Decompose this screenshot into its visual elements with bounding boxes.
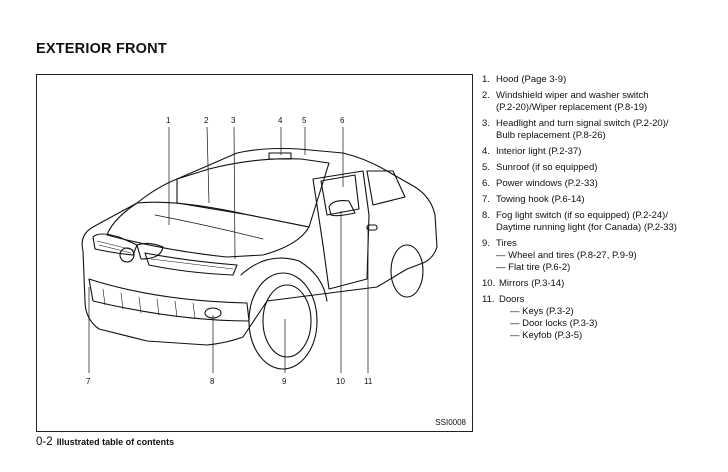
list-item: 2. Windshield wiper and washer switch(P.2… bbox=[482, 90, 722, 114]
item-text: Sunroof (if so equipped) bbox=[496, 162, 598, 173]
item-number: 5. bbox=[482, 162, 490, 173]
callout-3: 3 bbox=[231, 116, 236, 125]
item-text: Hood (Page 3-9) bbox=[496, 74, 567, 85]
item-text-continued: Bulb replacement (P.8-26) bbox=[496, 130, 606, 141]
rear-side-window bbox=[366, 170, 406, 206]
list-item: 6. Power windows (P.2-33) bbox=[482, 178, 722, 190]
sub-item: — Flat tire (P.6-2) bbox=[496, 262, 571, 273]
front-wheel-arch bbox=[240, 257, 328, 302]
item-text: Tires bbox=[496, 238, 517, 249]
headlight-right bbox=[144, 252, 238, 276]
page-title: EXTERIOR FRONT bbox=[36, 41, 167, 57]
item-number: 6. bbox=[482, 178, 490, 189]
list-item: 1. Hood (Page 3-9) bbox=[482, 74, 722, 86]
callout-8: 8 bbox=[210, 377, 215, 386]
item-text: Doors bbox=[499, 294, 525, 305]
item-number: 2. bbox=[482, 90, 490, 101]
callout-4: 4 bbox=[278, 116, 283, 125]
nissan-emblem-icon bbox=[119, 247, 135, 263]
sub-item: — Keyfob (P.3-5) bbox=[510, 330, 583, 341]
list-item: 8. Fog light switch (if so equipped) (P.2… bbox=[482, 210, 722, 234]
callout-9: 9 bbox=[282, 377, 287, 386]
page-number: 0-2 bbox=[36, 436, 53, 448]
headlight-left bbox=[92, 233, 138, 256]
list-item: 10.Mirrors (P.3-14) bbox=[482, 278, 722, 290]
callout-10: 10 bbox=[336, 377, 345, 386]
item-text: Mirrors (P.3-14) bbox=[499, 278, 565, 289]
item-number: 8. bbox=[482, 210, 490, 221]
exterior-front-figure: 1 2 3 4 5 6 7 8 9 10 11 SSI0008 bbox=[36, 74, 473, 432]
item-text: Windshield wiper and washer switch bbox=[496, 90, 649, 101]
side-mirror bbox=[328, 200, 356, 217]
callout-1: 1 bbox=[166, 116, 171, 125]
list-item: 11. Doors— Keys (P.3-2)— Door locks (P.3-… bbox=[482, 294, 722, 342]
door-handle bbox=[366, 224, 378, 231]
rear-tire bbox=[390, 244, 424, 298]
sub-item: — Wheel and tires (P.8-27, P.9-9) bbox=[496, 250, 637, 261]
front-wheel bbox=[262, 284, 312, 358]
item-text: Towing hook (P.6-14) bbox=[496, 194, 585, 205]
sub-item: — Door locks (P.3-3) bbox=[510, 318, 598, 329]
item-number: 11. bbox=[482, 294, 495, 305]
interior-light-dome bbox=[268, 152, 292, 160]
list-item: 3. Headlight and turn signal switch (P.2-… bbox=[482, 118, 722, 142]
item-number: 10. bbox=[482, 278, 496, 289]
front-door bbox=[312, 170, 370, 290]
callout-2: 2 bbox=[204, 116, 209, 125]
item-number: 7. bbox=[482, 194, 490, 205]
hood bbox=[106, 201, 310, 258]
list-item: 9. Tires— Wheel and tires (P.8-27, P.9-9)… bbox=[482, 238, 722, 274]
callout-6: 6 bbox=[340, 116, 345, 125]
item-number: 1. bbox=[482, 74, 490, 85]
item-text: Interior light (P.2-37) bbox=[496, 146, 582, 157]
sub-item: — Keys (P.3-2) bbox=[510, 306, 574, 317]
vehicle-body-outline bbox=[81, 147, 438, 346]
item-number: 9. bbox=[482, 238, 490, 249]
list-item: 7. Towing hook (P.6-14) bbox=[482, 194, 722, 206]
callout-7: 7 bbox=[86, 377, 91, 386]
front-tire bbox=[248, 272, 318, 370]
front-grille bbox=[136, 242, 164, 260]
item-number: 4. bbox=[482, 146, 490, 157]
vehicle-illustration: 1 2 3 4 5 6 7 8 9 10 11 bbox=[81, 116, 438, 386]
front-side-window bbox=[320, 174, 360, 216]
figure-code: SSI0008 bbox=[435, 418, 466, 427]
item-text: Fog light switch (if so equipped) (P.2-2… bbox=[496, 210, 668, 221]
callout-5: 5 bbox=[302, 116, 307, 125]
item-text: Power windows (P.2-33) bbox=[496, 178, 598, 189]
front-bumper bbox=[88, 278, 250, 322]
callout-11: 11 bbox=[364, 377, 373, 386]
parts-list: 1. Hood (Page 3-9) 2. Windshield wiper and… bbox=[482, 74, 722, 346]
section-title: Illustrated table of contents bbox=[56, 437, 175, 447]
list-item: 4. Interior light (P.2-37) bbox=[482, 146, 722, 158]
item-text-continued: Daytime running light (for Canada) (P.2-… bbox=[496, 222, 677, 233]
item-number: 3. bbox=[482, 118, 490, 129]
list-item: 5. Sunroof (if so equipped) bbox=[482, 162, 722, 174]
item-text-continued: (P.2-20)/Wiper replacement (P.8-19) bbox=[496, 102, 648, 113]
item-text: Headlight and turn signal switch (P.2-20… bbox=[496, 118, 669, 129]
